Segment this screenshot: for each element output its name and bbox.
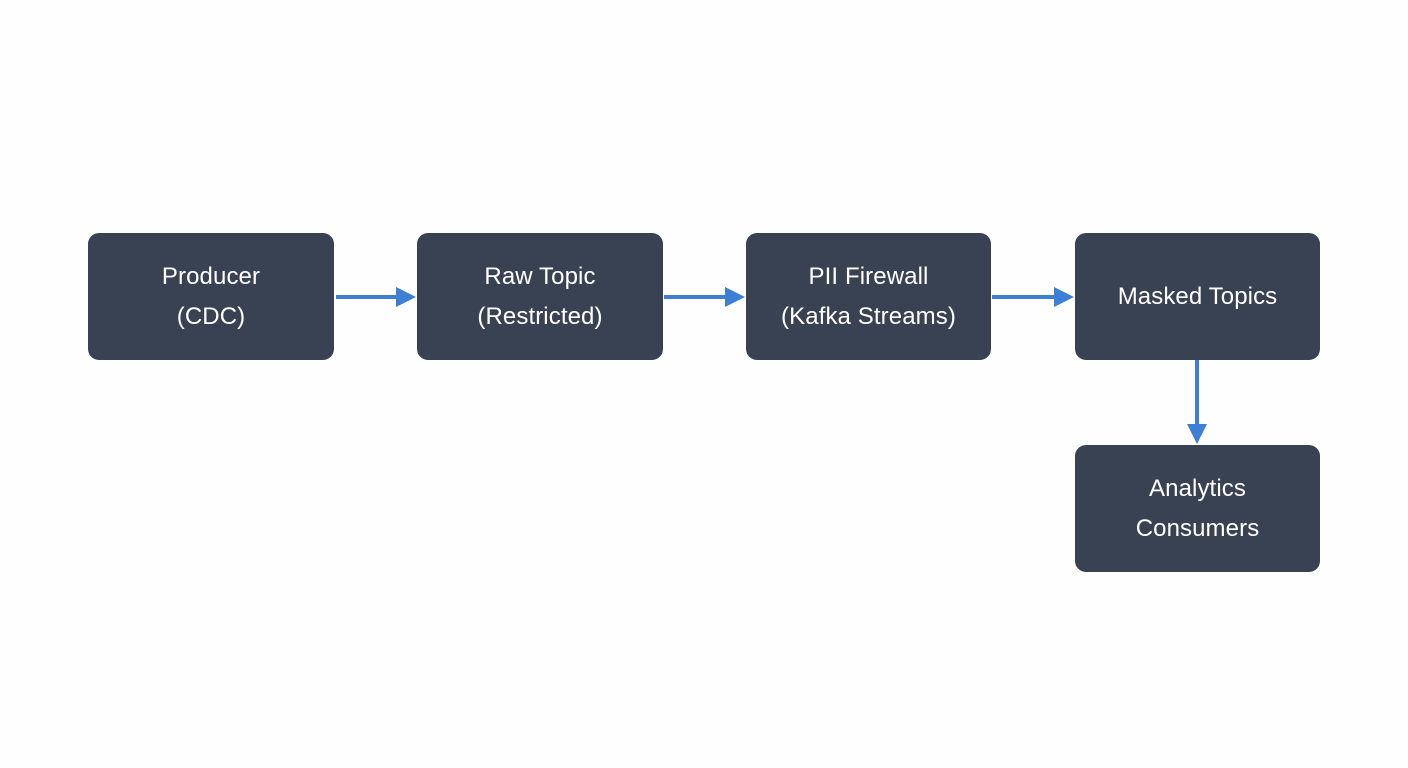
edge-raw-topic-to-pii-firewall bbox=[664, 287, 745, 307]
edge-masked-topics-to-analytics-consumers bbox=[1187, 360, 1207, 444]
node-raw-topic-label: Raw Topic (Restricted) bbox=[477, 262, 603, 330]
edge-producer-to-raw-topic bbox=[336, 287, 416, 307]
node-pii-firewall[interactable]: PII Firewall (Kafka Streams) bbox=[746, 233, 991, 360]
node-producer[interactable]: Producer (CDC) bbox=[88, 233, 334, 360]
node-masked-topics[interactable]: Masked Topics bbox=[1075, 233, 1320, 360]
node-producer-label: Producer (CDC) bbox=[161, 262, 261, 330]
edge-pii-firewall-to-masked-topics bbox=[992, 287, 1074, 307]
node-raw-topic[interactable]: Raw Topic (Restricted) bbox=[417, 233, 663, 360]
node-pii-firewall-label: PII Firewall (Kafka Streams) bbox=[781, 262, 956, 330]
node-masked-topics-label: Masked Topics bbox=[1117, 282, 1278, 310]
node-analytics-consumers-label: Analytics Consumers bbox=[1135, 474, 1260, 542]
node-analytics-consumers[interactable]: Analytics Consumers bbox=[1075, 445, 1320, 572]
